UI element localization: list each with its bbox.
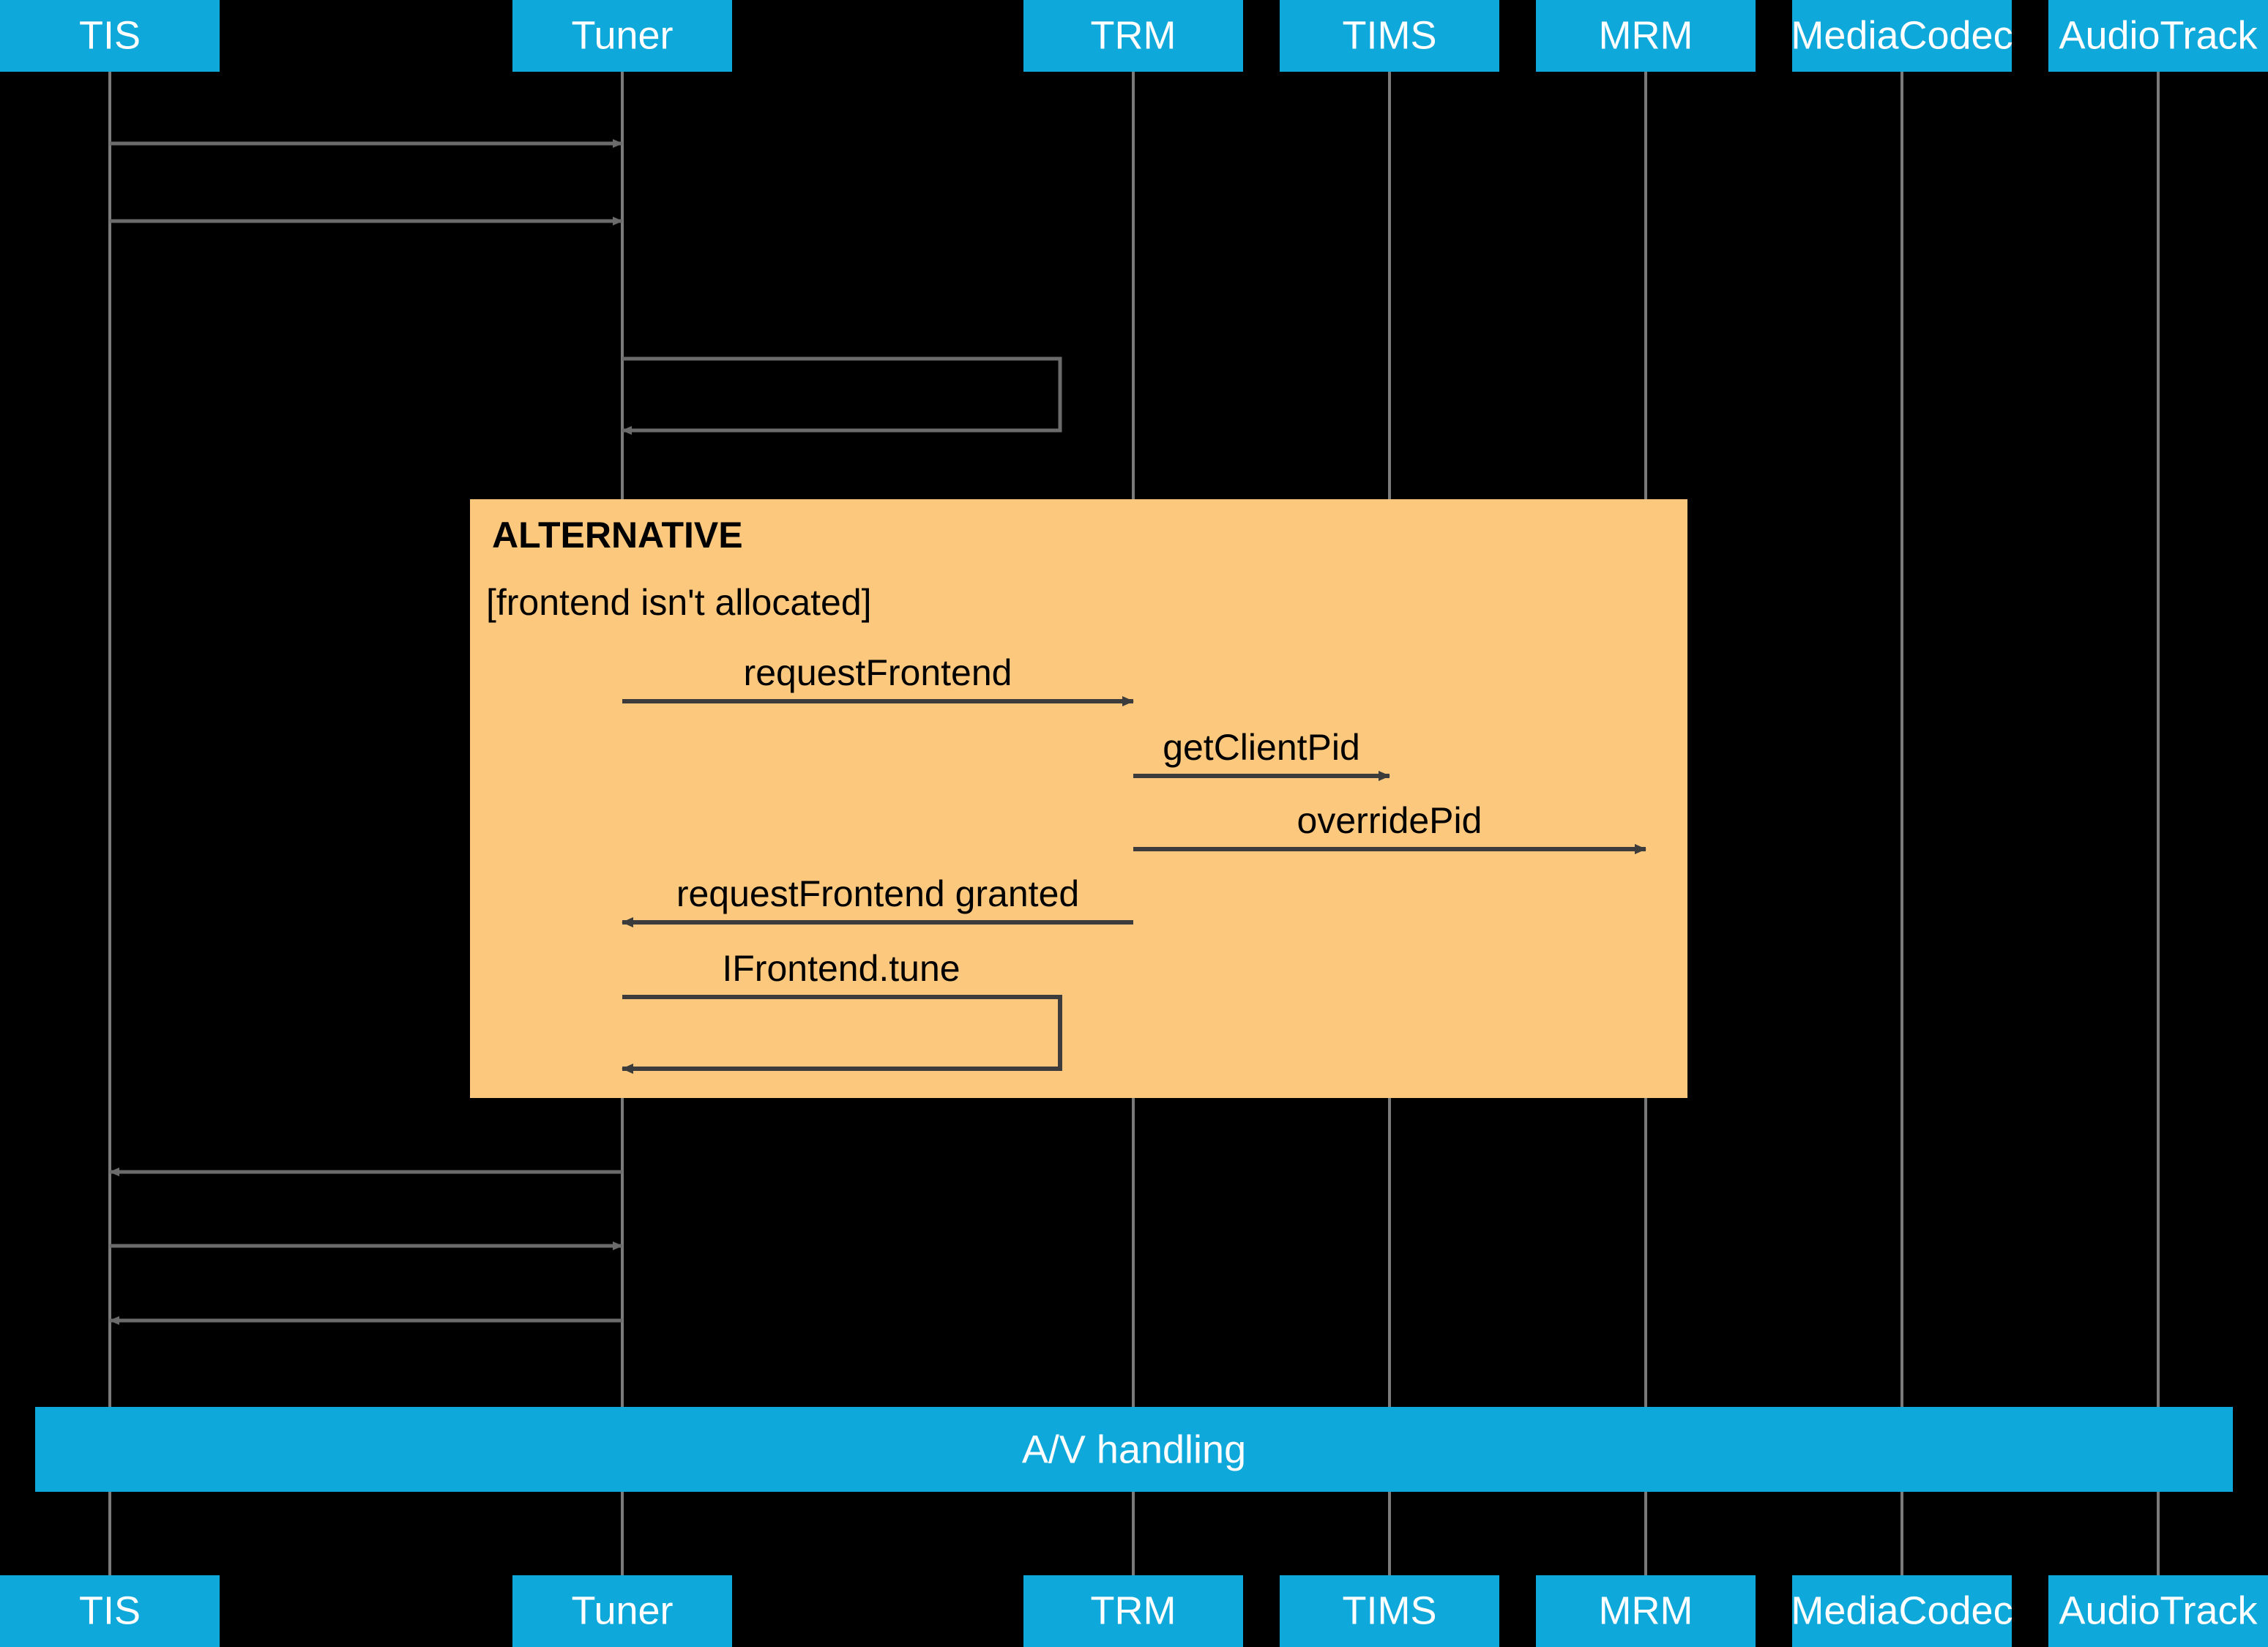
participant-box-footer-tims[interactable] [1280, 1575, 1499, 1647]
participant-label-header-audiotrack: AudioTrack [2059, 13, 2258, 57]
fragment-guard: [frontend isn't allocated] [486, 582, 872, 623]
fragment-title: ALTERNATIVE [492, 515, 743, 556]
message-label-m8: IFrontend.tune [722, 948, 960, 989]
participant-box-header-tuner[interactable] [512, 0, 732, 72]
message-label-m7: requestFrontend granted [676, 873, 1079, 914]
participant-header-boxes: TIS Tuner TRM TIMS MRM MediaCodec AudioTrack [0, 0, 2268, 72]
av-handling-label: A/V handling [1022, 1427, 1246, 1471]
participant-box-header-trm[interactable] [1023, 0, 1243, 72]
participant-box-header-tims[interactable] [1280, 0, 1499, 72]
av-handling-bar-group: A/V handling [35, 1407, 2233, 1492]
participant-box-footer-audiotrack[interactable] [2048, 1575, 2268, 1647]
av-handling-bar [35, 1407, 2233, 1492]
self-message-m8 [622, 995, 1062, 1074]
participant-label-header-mrm: MRM [1599, 13, 1693, 57]
messages-group: requestFrontend getClientPid overridePid re… [109, 139, 1646, 1325]
participant-label-header-tuner: Tuner [571, 13, 673, 57]
participant-box-footer-mediacodec[interactable] [1792, 1575, 2012, 1647]
participant-label-header-tis: TIS [79, 13, 141, 57]
participant-label-footer-tims: TIMS [1343, 1588, 1437, 1632]
participant-label-header-trm: TRM [1091, 13, 1176, 57]
participant-footer-boxes: TIS Tuner TRM TIMS MRM MediaCodec AudioTrack [0, 1575, 2268, 1647]
participant-box-header-mediacodec[interactable] [1792, 0, 2012, 72]
participant-label-footer-tuner: Tuner [571, 1588, 673, 1632]
self-message-m3 [622, 356, 1062, 435]
participant-label-header-tims: TIMS [1343, 13, 1437, 57]
participant-box-header-audiotrack[interactable] [2048, 0, 2268, 72]
participant-box-footer-trm[interactable] [1023, 1575, 1243, 1647]
participant-label-footer-mrm: MRM [1599, 1588, 1693, 1632]
participant-label-footer-tis: TIS [79, 1588, 141, 1632]
participant-label-header-mediacodec: MediaCodec [1791, 13, 2013, 57]
fragment-group: ALTERNATIVE [frontend isn't allocated] [470, 499, 1687, 1098]
participant-label-footer-trm: TRM [1091, 1588, 1176, 1632]
message-label-m6: overridePid [1297, 800, 1482, 841]
message-label-m4: requestFrontend [744, 652, 1012, 693]
participant-box-footer-tuner[interactable] [512, 1575, 732, 1647]
participant-box-header-mrm[interactable] [1536, 0, 1756, 72]
participant-box-footer-mrm[interactable] [1536, 1575, 1756, 1647]
message-label-m5: getClientPid [1163, 727, 1360, 768]
participant-box-header-tis[interactable] [0, 0, 220, 72]
participant-box-footer-tis[interactable] [0, 1575, 220, 1647]
participant-label-footer-audiotrack: AudioTrack [2059, 1588, 2258, 1632]
participant-label-footer-mediacodec: MediaCodec [1791, 1588, 2013, 1632]
